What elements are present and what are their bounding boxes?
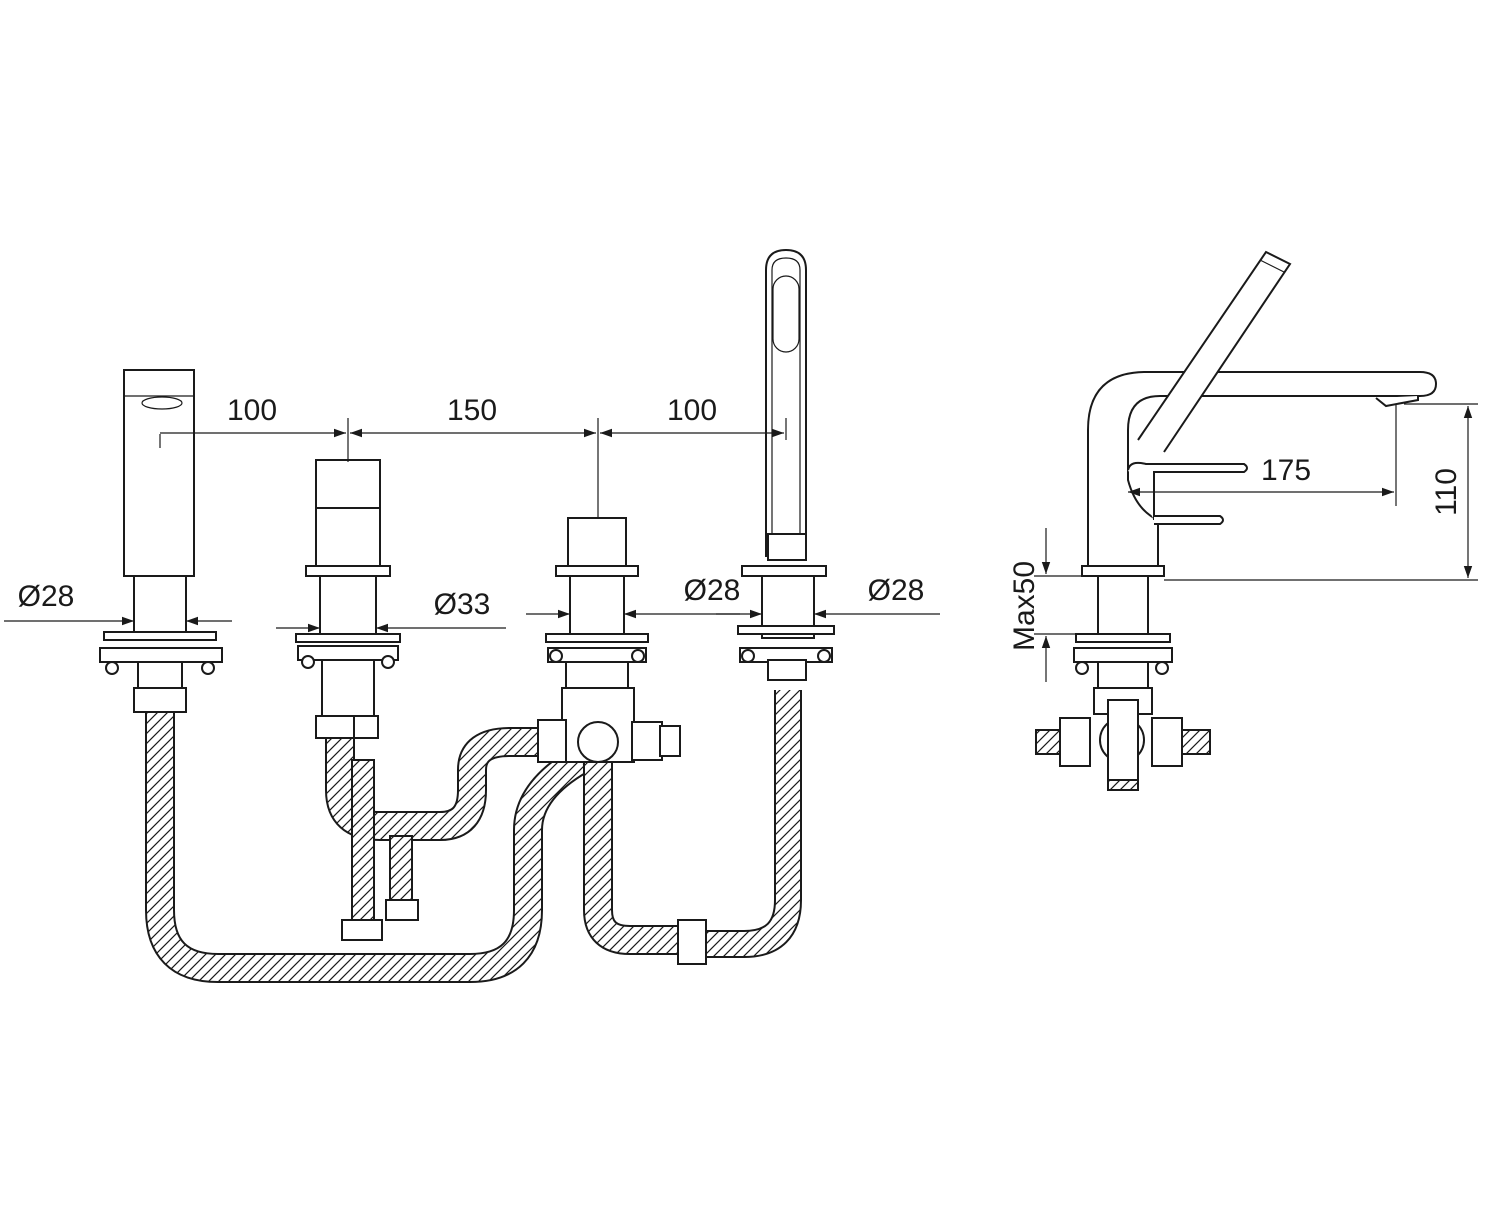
dimension-lines <box>4 403 1478 682</box>
mixer-valve <box>295 459 419 941</box>
side-hose-right <box>1179 729 1211 755</box>
dim-spout-reach: 175 <box>1261 454 1311 487</box>
dim-max-deck: Max50 <box>1008 561 1041 651</box>
dimension-labels: 100 150 100 Ø28 Ø33 Ø28 Ø28 175 110 Max5… <box>18 394 1463 651</box>
hand-shower <box>737 248 835 681</box>
shower-hose <box>700 690 802 958</box>
dim-dia-spout: Ø28 <box>18 580 75 613</box>
diverter-valve <box>537 517 707 965</box>
aerator-icon <box>141 396 183 410</box>
dim-dia-diverter: Ø28 <box>684 574 741 607</box>
side-view <box>1059 250 1438 781</box>
bath-spout <box>99 369 223 713</box>
dim-spacing-3: 100 <box>667 394 717 427</box>
inlet-tail-cold <box>351 759 375 921</box>
dim-spout-height: 110 <box>1430 468 1463 516</box>
dim-dia-mixer: Ø33 <box>434 588 491 621</box>
inlet-tail-hot <box>389 835 413 907</box>
dim-spacing-2: 150 <box>447 394 497 427</box>
diverter-hose <box>583 742 690 955</box>
dim-spacing-1: 100 <box>227 394 277 427</box>
spray-face-icon <box>772 275 800 353</box>
dim-dia-shower: Ø28 <box>868 574 925 607</box>
